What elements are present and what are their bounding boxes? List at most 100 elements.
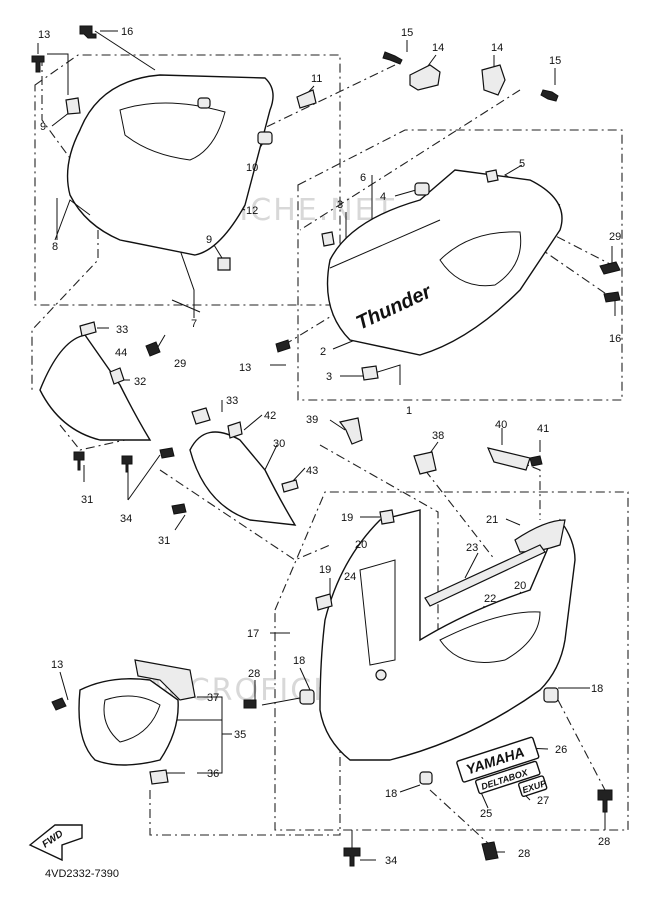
callout-29: 29 (609, 231, 621, 243)
seal-23 (424, 544, 546, 607)
callout-14: 14 (491, 42, 503, 54)
under-cowling-part-17 (319, 509, 576, 761)
clip-11 (296, 89, 317, 109)
callout-4: 4 (380, 191, 386, 203)
callout-11: 11 (311, 73, 322, 85)
screw-16-top (79, 25, 97, 39)
callout-1: 1 (406, 405, 412, 417)
callout-3: 3 (337, 199, 343, 211)
clip-33-right (191, 407, 211, 425)
clip-19-left (315, 593, 333, 611)
screw-13-top (31, 55, 45, 73)
drawing-code: 4VD2332-7390 (45, 868, 119, 880)
screw-16-side (603, 291, 621, 303)
screw-13-bottom (51, 697, 67, 711)
grommet-upper (197, 97, 211, 109)
grommet-4 (414, 182, 430, 196)
screw-15-left (382, 51, 403, 65)
callout-43: 43 (306, 465, 318, 477)
upper-cowling-part-8 (66, 74, 274, 256)
screw-29-side (599, 261, 621, 275)
screw-31-left (73, 451, 85, 471)
callout-13: 13 (51, 659, 63, 671)
callout-39: 39 (306, 414, 318, 426)
callout-27: 27 (537, 795, 549, 807)
callout-31: 31 (158, 535, 170, 547)
clip-19-top (379, 509, 395, 525)
callout-26: 26 (555, 744, 567, 756)
strip-37 (134, 659, 196, 701)
fwd-arrow-icon: FWD (28, 824, 83, 862)
grommet-20 (375, 669, 387, 681)
screw-34-left (121, 455, 133, 473)
clip-44 (109, 367, 125, 385)
grommet-18-right (543, 687, 559, 703)
bolt-41 (529, 455, 543, 467)
callout-36: 36 (207, 768, 219, 780)
side-cowling-part-1 (326, 169, 563, 356)
callout-13: 13 (38, 29, 50, 41)
nut-3-top (321, 231, 335, 247)
leader-lines (31, 30, 616, 861)
callout-40: 40 (495, 419, 507, 431)
callout-7: 7 (191, 318, 197, 330)
callout-19: 19 (341, 512, 353, 524)
inner-panel-30 (189, 431, 297, 526)
callout-28: 28 (518, 848, 530, 860)
callout-3: 3 (326, 371, 332, 383)
bracket-40 (486, 447, 531, 471)
bolt-28-right (597, 789, 613, 813)
bracket-14-left (409, 64, 441, 91)
callout-37: 37 (207, 692, 219, 704)
grommet-18-left (299, 689, 315, 705)
callout-15: 15 (401, 27, 413, 39)
clip-43 (281, 479, 299, 493)
callout-31: 31 (81, 494, 93, 506)
callout-18: 18 (385, 788, 397, 800)
callout-12: 12 (246, 205, 258, 217)
callout-8: 8 (52, 241, 58, 253)
callout-35: 35 (234, 729, 246, 741)
callout-38: 38 (432, 430, 444, 442)
callout-22: 22 (484, 593, 496, 605)
callout-28: 28 (248, 668, 260, 680)
callout-41: 41 (537, 423, 549, 435)
callout-16: 16 (609, 333, 621, 345)
washer-9-left (65, 97, 81, 115)
callout-18: 18 (591, 683, 603, 695)
callout-29: 29 (174, 358, 186, 370)
callout-10: 10 (246, 162, 258, 174)
callout-32: 32 (134, 376, 146, 388)
screw-31-mid (171, 503, 187, 515)
inner-panel-32 (39, 334, 152, 441)
grommet-10 (257, 131, 273, 145)
callout-34: 34 (385, 855, 397, 867)
callout-19: 19 (319, 564, 331, 576)
bracket-14-right (481, 64, 506, 96)
group-box-side-cowl (297, 129, 623, 401)
screw-13-side (275, 339, 291, 353)
screw-28-left (243, 699, 257, 709)
clip-33-left (79, 321, 97, 337)
lower-cover-35 (78, 678, 179, 766)
callout-2: 2 (320, 346, 326, 358)
nut-3-bottom (361, 365, 379, 381)
callout-42: 42 (264, 410, 276, 422)
screw-29-left (145, 341, 161, 357)
callout-34: 34 (120, 513, 132, 525)
callout-24: 24 (344, 571, 356, 583)
callout-28: 28 (598, 836, 610, 848)
callout-33: 33 (226, 395, 238, 407)
callout-9: 9 (206, 234, 212, 246)
callout-20: 20 (514, 580, 526, 592)
callout-25: 25 (480, 808, 492, 820)
callout-labels: 13 16 15 14 14 15 11 9 10 12 9 8 7 5 6 4… (38, 26, 621, 867)
screw-15-right (540, 89, 559, 102)
callout-6: 6 (360, 172, 366, 184)
bolt-28-bottom (481, 841, 499, 861)
callout-16: 16 (121, 26, 133, 38)
callout-23: 23 (466, 542, 478, 554)
callout-44: 44 (115, 347, 127, 359)
clip-42 (227, 421, 243, 439)
